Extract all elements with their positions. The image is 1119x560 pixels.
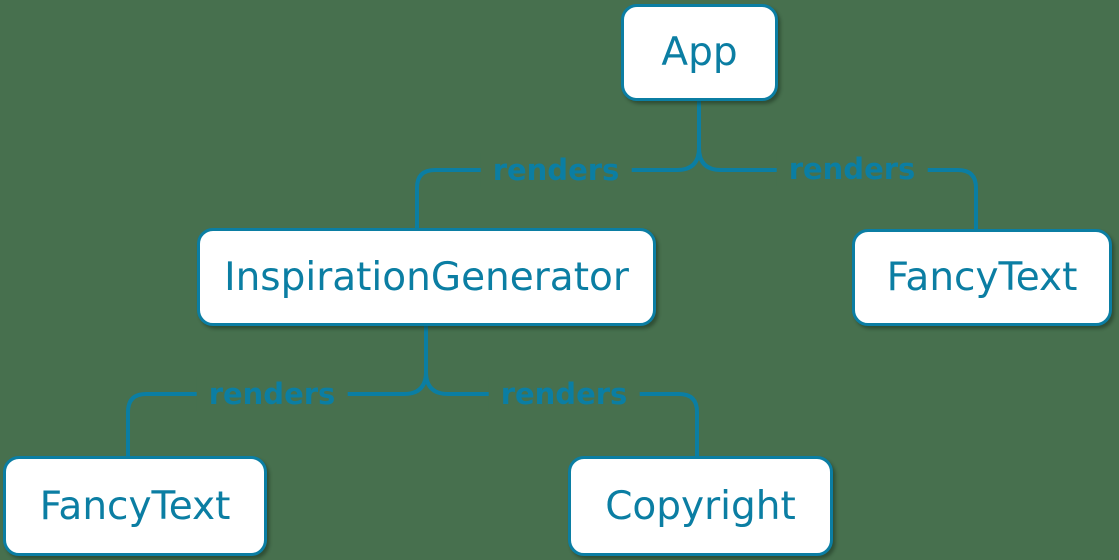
edge-label-renders: renders (480, 153, 632, 187)
node-inspiration-generator: InspirationGenerator (197, 228, 656, 326)
node-copyright: Copyright (568, 456, 833, 556)
node-app: App (621, 4, 778, 101)
edge-label-renders: renders (196, 377, 348, 411)
node-fancy-text-top: FancyText (852, 229, 1112, 326)
edge-label-renders: renders (488, 377, 640, 411)
edge-label-renders: renders (776, 152, 928, 186)
node-fancy-text-bottom: FancyText (3, 456, 267, 556)
